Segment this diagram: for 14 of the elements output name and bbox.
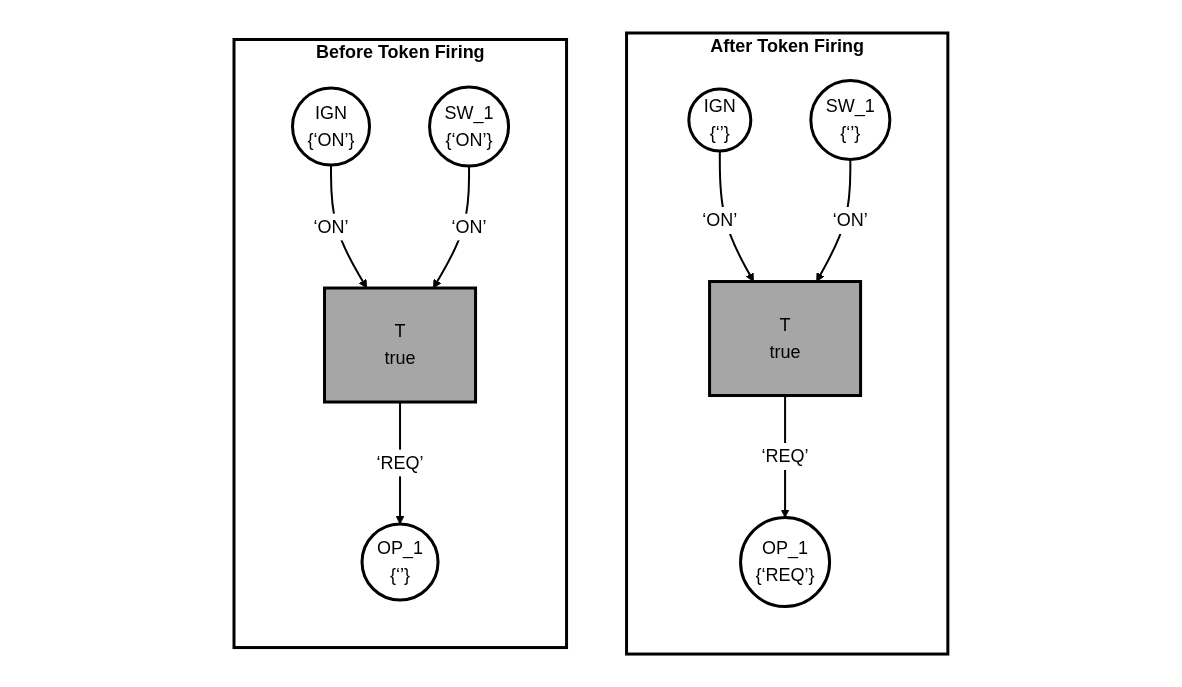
node-circle: IGN {‘ON’}: [291, 86, 372, 167]
node-box: T true: [708, 280, 863, 397]
node-circle: SW_1 {‘ON’}: [428, 85, 511, 168]
node-box: T true: [323, 286, 478, 404]
edge-label: ‘ON’: [702, 210, 738, 230]
edge-label: ‘ON’: [832, 210, 868, 230]
node-circle: OP_1 {‘’}: [360, 522, 440, 602]
edge-label: ‘ON’: [313, 216, 349, 237]
node-circle: OP_1 {‘REQ’}: [739, 516, 832, 608]
node-circle: SW_1 {‘’}: [809, 78, 892, 161]
edge-label: ‘ON’: [451, 216, 487, 237]
edge-label: ‘REQ’: [761, 445, 809, 466]
node-circle: IGN {‘’}: [687, 87, 753, 153]
edge-label: ‘REQ’: [376, 452, 424, 473]
